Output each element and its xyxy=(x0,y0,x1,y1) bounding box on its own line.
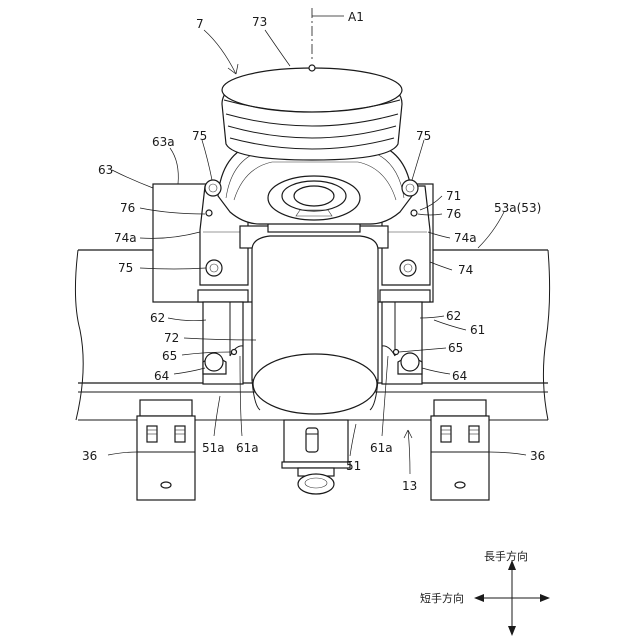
label-a1: A1 xyxy=(348,10,364,24)
label-63a: 63a xyxy=(152,135,175,149)
label-61: 61 xyxy=(470,323,485,337)
label-61a-right: 61a xyxy=(370,441,393,455)
label-13: 13 xyxy=(402,479,417,493)
wheel-73 xyxy=(222,65,402,160)
label-74: 74 xyxy=(458,263,473,277)
label-transverse-direction: 短手方向 xyxy=(420,591,464,605)
label-61a-left: 61a xyxy=(236,441,259,455)
label-64-right: 64 xyxy=(452,369,467,383)
label-53a: 53a(53) xyxy=(494,201,541,215)
label-51a: 51a xyxy=(202,441,225,455)
label-71: 71 xyxy=(446,189,461,203)
motor-body-72 xyxy=(240,222,388,414)
label-72: 72 xyxy=(164,331,179,345)
label-7: 7 xyxy=(196,17,204,31)
label-65-left: 65 xyxy=(162,349,177,363)
label-74a-left: 74a xyxy=(114,231,137,245)
label-73: 73 xyxy=(252,15,267,29)
label-75-top-left: 75 xyxy=(192,129,207,143)
label-76-left: 76 xyxy=(120,201,135,215)
direction-indicator xyxy=(474,560,550,636)
label-62-right: 62 xyxy=(446,309,461,323)
label-36-right: 36 xyxy=(530,449,545,463)
label-76-right: 76 xyxy=(446,207,461,221)
label-75-bottom-left: 75 xyxy=(118,261,133,275)
label-64-left: 64 xyxy=(154,369,169,383)
label-65-right: 65 xyxy=(448,341,463,355)
label-36-left: 36 xyxy=(82,449,97,463)
label-63: 63 xyxy=(98,163,113,177)
label-longitudinal-direction: 長手方向 xyxy=(484,549,528,563)
label-75-top-right: 75 xyxy=(416,129,431,143)
label-74a-right: 74a xyxy=(454,231,477,245)
label-62-left: 62 xyxy=(150,311,165,325)
label-51: 51 xyxy=(346,459,361,473)
shaft-housing-51 xyxy=(282,420,350,494)
